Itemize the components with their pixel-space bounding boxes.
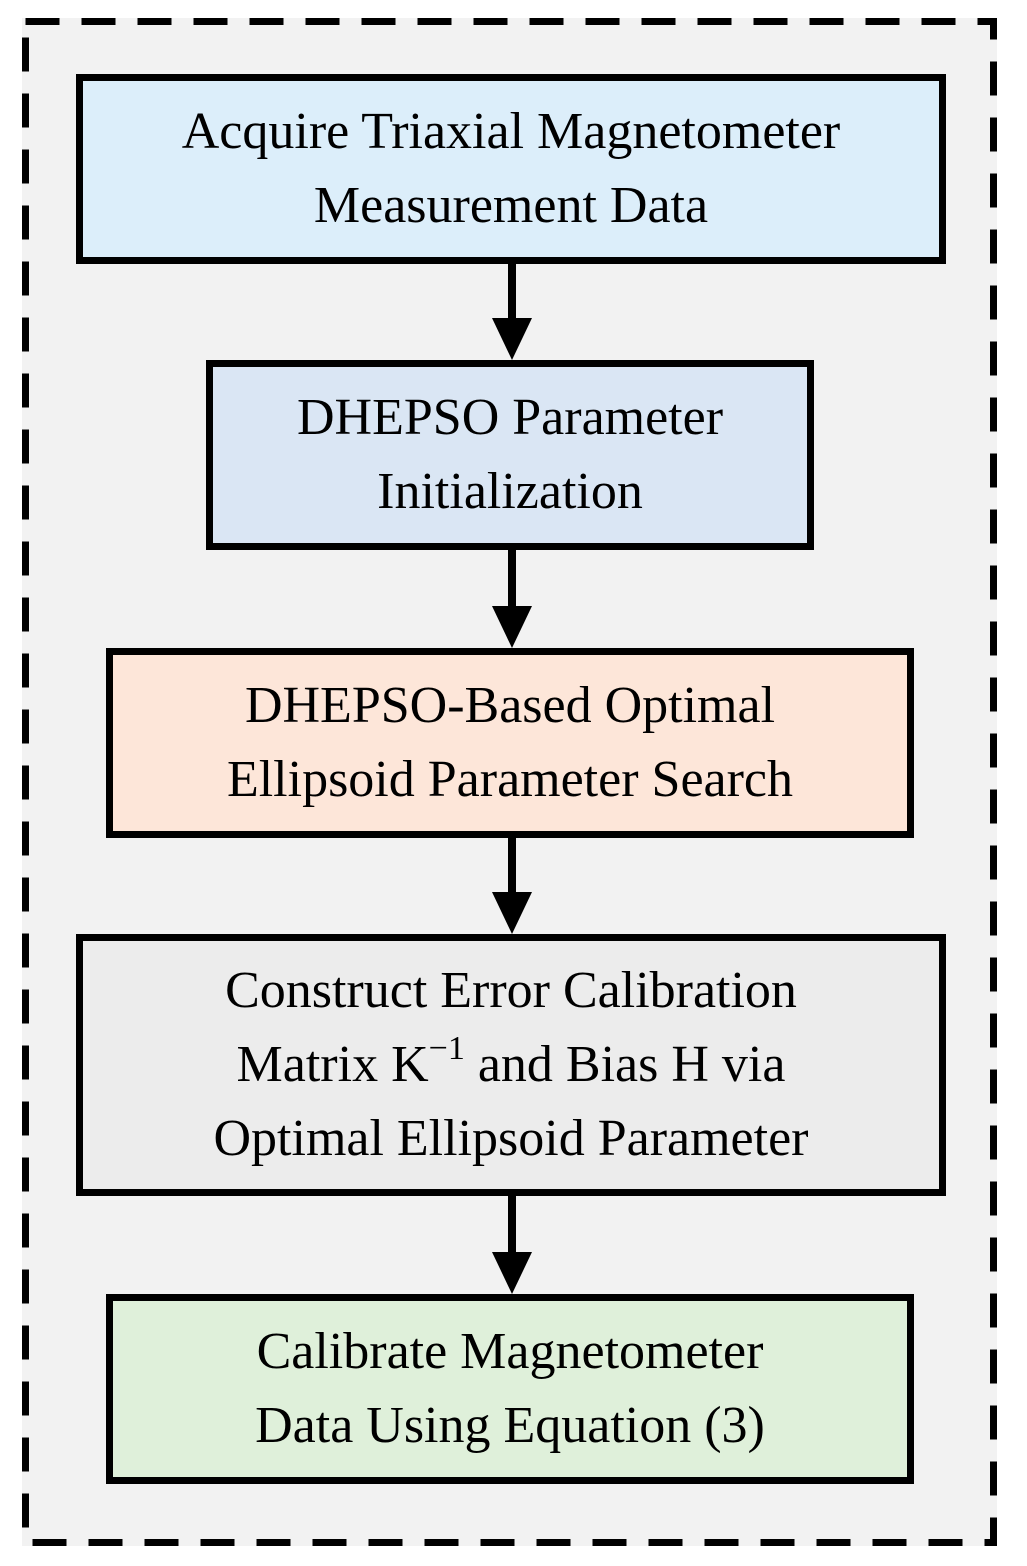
- step-construct-calibration-matrix: Construct Error Calibration Matrix K−1 a…: [76, 934, 946, 1196]
- step-4-line-2-post: and Bias H via: [464, 1036, 786, 1093]
- step-2-line-2: Initialization: [377, 463, 643, 520]
- step-2-line-1: DHEPSO Parameter: [296, 389, 724, 446]
- step-ellipsoid-parameter-search: DHEPSO-Based Optimal Ellipsoid Parameter…: [106, 648, 914, 838]
- arrow-4-to-5: [492, 1196, 532, 1294]
- step-4-superscript: −1: [428, 1030, 465, 1067]
- step-4-line-2-pre: Matrix K: [236, 1036, 429, 1093]
- step-1-line-1: Acquire Triaxial Magnetometer: [181, 103, 841, 160]
- dashed-border: [22, 18, 997, 1546]
- arrow-3-to-4: [492, 838, 532, 934]
- step-parameter-initialization: DHEPSO Parameter Initialization: [206, 360, 814, 550]
- arrow-1-to-2: [492, 264, 532, 360]
- step-4-line-3: Optimal Ellipsoid Parameter: [213, 1110, 809, 1167]
- step-4-line-1: Construct Error Calibration: [225, 962, 797, 1019]
- step-3-line-1: DHEPSO-Based Optimal: [244, 677, 776, 734]
- step-acquire-data: Acquire Triaxial Magnetometer Measuremen…: [76, 74, 946, 264]
- step-3-line-2: Ellipsoid Parameter Search: [226, 751, 794, 808]
- arrow-2-to-3: [492, 550, 532, 648]
- step-4-line-2: Matrix K−1 and Bias H via: [237, 1028, 786, 1102]
- step-calibrate-data: Calibrate Magnetometer Data Using Equati…: [106, 1294, 914, 1484]
- step-5-line-1: Calibrate Magnetometer: [256, 1323, 764, 1380]
- step-5-line-2: Data Using Equation (3): [255, 1397, 765, 1454]
- step-1-line-2: Measurement Data: [313, 177, 709, 234]
